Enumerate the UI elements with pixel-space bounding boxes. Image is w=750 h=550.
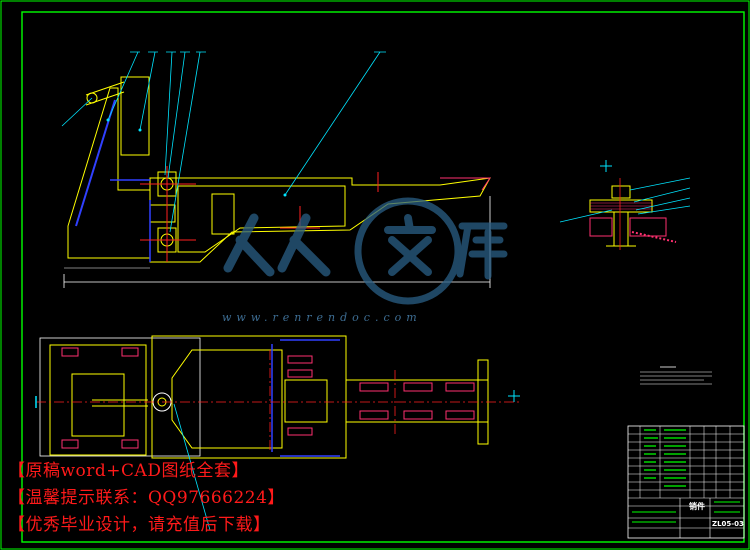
top-view-rail <box>403 410 433 420</box>
section-detail-view <box>559 160 691 250</box>
top-view-extension <box>345 379 489 423</box>
front-view-cutout <box>211 193 235 235</box>
leader-dot <box>283 193 287 197</box>
promo-line-download: 【优秀毕业设计，请充值后下载】 <box>8 515 271 535</box>
leader-dot <box>106 118 110 122</box>
title-entries <box>632 501 740 523</box>
front-view-inner-web <box>177 185 346 253</box>
top-view-arm <box>92 399 148 407</box>
watermark-ring <box>354 197 462 305</box>
front-view-overall-dimension <box>63 196 491 288</box>
promo-line-contact: 【温馨提示联系：QQ97666224】 <box>8 488 285 508</box>
top-view-rail <box>287 427 313 436</box>
section-leader-lines <box>559 177 691 223</box>
part-name: 销件 <box>689 502 705 511</box>
top-view-main-frame <box>151 335 347 459</box>
top-view-dimension-box <box>39 337 201 457</box>
front-view-left-arm <box>67 87 151 259</box>
top-view-rail <box>121 439 139 449</box>
front-view-bracket <box>150 204 176 223</box>
front-view-center-lines <box>140 166 379 262</box>
top-view-left-inner <box>71 373 125 437</box>
front-view <box>61 51 491 288</box>
drawing-number: ZL05-03 <box>712 520 744 528</box>
top-view-rail <box>403 382 433 392</box>
section-pin-head <box>611 185 631 199</box>
front-view-hidden-edge <box>75 99 116 227</box>
front-view-pivot <box>86 92 98 104</box>
notes-lines <box>640 371 712 385</box>
front-view-upright <box>120 76 150 156</box>
front-view-hatched-tip <box>440 177 491 191</box>
watermark-glyph-wen <box>384 214 436 276</box>
front-view-leader-lines <box>61 51 381 233</box>
top-view-rail <box>61 439 79 449</box>
top-view-axis-marker <box>508 390 520 402</box>
watermark-glyph-ku <box>456 222 508 280</box>
top-view <box>35 335 520 531</box>
front-view-main-beam <box>149 177 491 263</box>
technical-notes <box>640 366 712 385</box>
top-view-rail <box>121 347 139 357</box>
watermark-logo <box>223 197 508 305</box>
section-marker <box>600 160 612 172</box>
title-block <box>627 425 745 539</box>
top-view-hidden-lines <box>271 339 340 457</box>
top-view-rail <box>445 382 475 392</box>
section-chain <box>631 231 677 243</box>
top-view-rail <box>61 347 79 357</box>
title-grid <box>628 498 744 538</box>
drawing-frame <box>21 11 745 543</box>
top-view-rail <box>445 410 475 420</box>
section-hatched-parts <box>589 217 667 237</box>
bom-columns <box>639 426 731 498</box>
front-view-hidden-lines <box>110 179 151 262</box>
top-view-rail <box>359 382 389 392</box>
bom-rows <box>628 433 744 499</box>
leader-dot <box>138 128 142 132</box>
top-view-center-lines <box>36 350 520 450</box>
top-view-leader <box>173 403 211 531</box>
section-plate-hatch <box>590 202 652 210</box>
bom-entries <box>644 429 686 487</box>
top-view-rail <box>287 369 313 378</box>
top-view-center-cutout <box>171 349 283 449</box>
top-view-rail <box>287 355 313 364</box>
section-pin-shank <box>613 211 629 247</box>
promo-line-original-files: 【原稿word+CAD图纸全套】 <box>8 461 249 481</box>
top-view-slot <box>284 379 328 423</box>
watermark-url: www.renrendoc.com <box>222 311 422 324</box>
watermark-glyph-ren <box>223 213 331 277</box>
top-view-rail <box>359 410 389 420</box>
